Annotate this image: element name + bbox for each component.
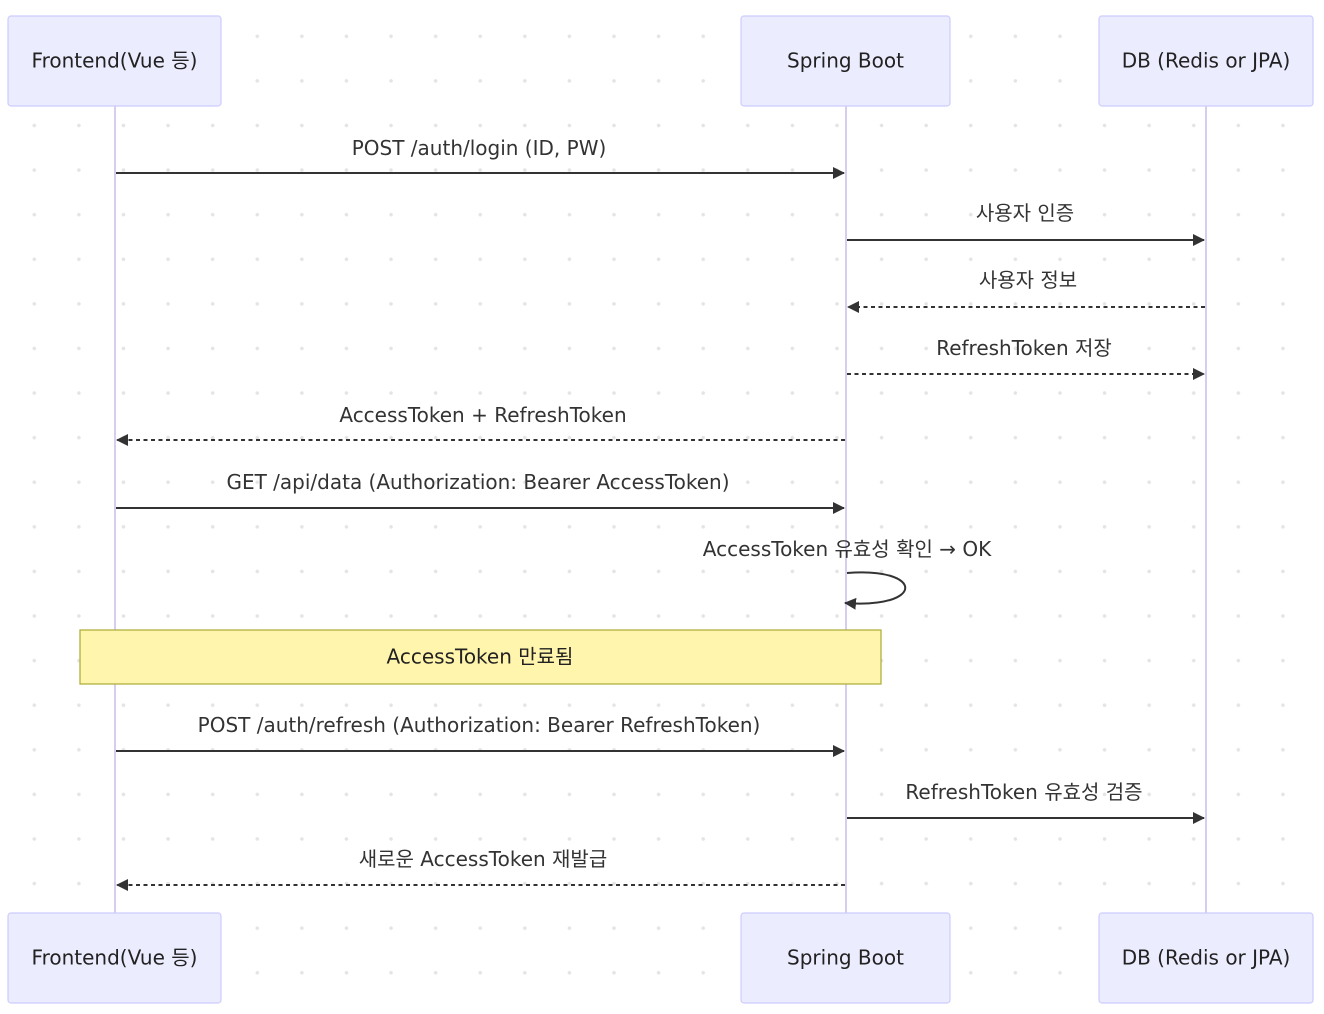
message-token-response: AccessToken + RefreshToken <box>116 403 845 446</box>
actor-label: Spring Boot <box>787 49 904 73</box>
note-access-token-expired: AccessToken 만료됨 <box>79 629 882 685</box>
message-refresh-validate: RefreshToken 유효성 검증 <box>847 780 1205 824</box>
message-validate-access-token: AccessToken 유효성 확인 → OK <box>703 537 992 610</box>
message-get-data: GET /api/data (Authorization: Bearer Acc… <box>116 470 845 514</box>
actor-label: DB (Redis or JPA) <box>1122 946 1291 970</box>
message-label: 새로운 AccessToken 재발급 <box>359 847 608 871</box>
message-refresh-request: POST /auth/refresh (Authorization: Beare… <box>116 713 845 757</box>
self-loop-arrow <box>844 571 907 610</box>
message-label: POST /auth/refresh (Authorization: Beare… <box>198 713 761 737</box>
message-label: RefreshToken 유효성 검증 <box>905 780 1142 804</box>
message-user-info: 사용자 정보 <box>847 268 1205 313</box>
actor-label: Spring Boot <box>787 946 904 970</box>
message-label: 사용자 정보 <box>979 268 1077 292</box>
message-label: 사용자 인증 <box>976 201 1074 225</box>
message-new-access-token: 새로운 AccessToken 재발급 <box>116 847 845 891</box>
message-label: POST /auth/login (ID, PW) <box>352 136 607 160</box>
actor-frontend-bottom: Frontend(Vue 등) <box>7 912 222 1004</box>
actor-spring-boot-top: Spring Boot <box>740 15 951 107</box>
actor-db-top: DB (Redis or JPA) <box>1098 15 1314 107</box>
message-label: AccessToken + RefreshToken <box>339 403 626 427</box>
actor-spring-boot-bottom: Spring Boot <box>740 912 951 1004</box>
actor-label: Frontend(Vue 등) <box>32 49 198 73</box>
actor-frontend-top: Frontend(Vue 등) <box>7 15 222 107</box>
note-label: AccessToken 만료됨 <box>387 645 574 669</box>
message-login: POST /auth/login (ID, PW) <box>116 136 845 179</box>
message-user-auth: 사용자 인증 <box>847 201 1205 246</box>
actor-label: DB (Redis or JPA) <box>1122 49 1291 73</box>
actor-label: Frontend(Vue 등) <box>32 946 198 970</box>
message-label: AccessToken 유효성 확인 → OK <box>703 537 992 561</box>
message-label: RefreshToken 저장 <box>936 336 1112 360</box>
message-label: GET /api/data (Authorization: Bearer Acc… <box>226 470 729 494</box>
actor-db-bottom: DB (Redis or JPA) <box>1098 912 1314 1004</box>
message-refresh-store: RefreshToken 저장 <box>847 336 1205 380</box>
